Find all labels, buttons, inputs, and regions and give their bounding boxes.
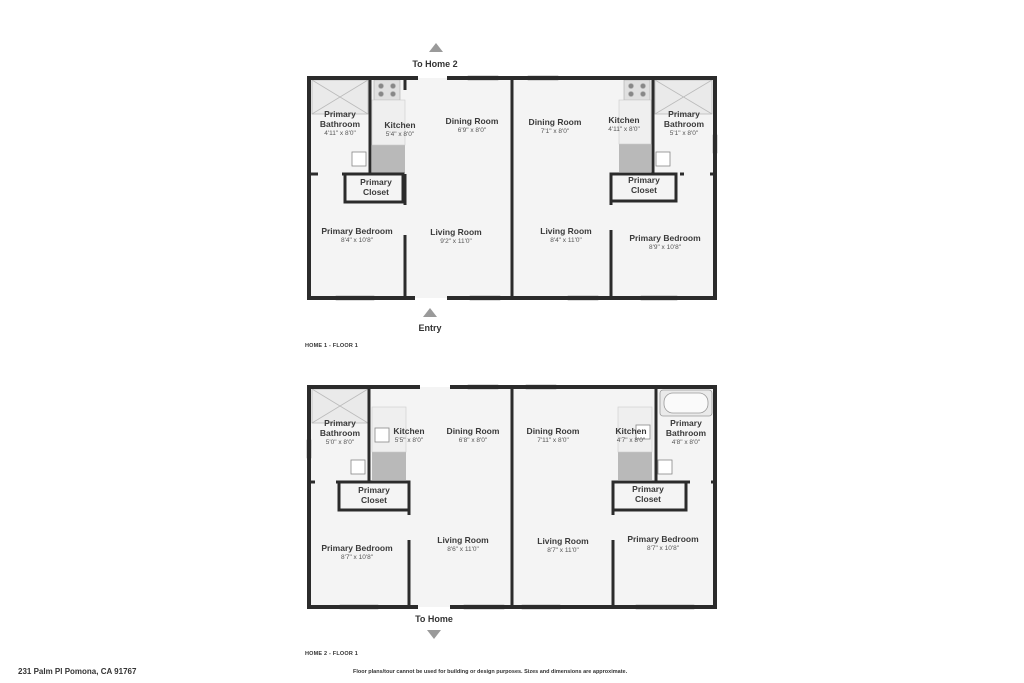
room-name: Living Room — [540, 226, 592, 236]
home1-shower-a — [311, 79, 369, 115]
room-dims: 6'8" x 8'0" — [458, 436, 488, 444]
room-dims: 5'5" x 8'0" — [394, 436, 424, 444]
room-name: Kitchen — [393, 426, 425, 436]
room-dims: 5'0" x 8'0" — [325, 438, 355, 446]
home2-b-living: Living Room 8'7" x 11'0" — [537, 536, 589, 554]
room-dims: 8'7" x 10'8" — [340, 553, 374, 561]
room-dims: 5'4" x 8'0" — [385, 130, 415, 138]
home1-a-bedroom: Primary Bedroom 8'4" x 10'8" — [321, 226, 393, 244]
room-dims: 4'11" x 8'0" — [324, 129, 356, 137]
room-name: Primary Bathroom — [665, 418, 707, 438]
room-dims: 7'1" x 8'0" — [540, 127, 570, 135]
disclaimer-text: Floor plans/tour cannot be used for buil… — [353, 669, 628, 675]
room-dims: 4'7" x 8'0" — [616, 436, 646, 444]
room-dims: 8'7" x 10'8" — [646, 544, 680, 552]
room-dims: 8'7" x 11'0" — [547, 546, 579, 554]
home1-b-bathroom: Primary Bathroom 5'1" x 8'0" — [658, 109, 710, 137]
home2-a-living: Living Room 8'6" x 11'0" — [437, 535, 489, 553]
home2-a-bedroom: Primary Bedroom 8'7" x 10'8" — [321, 543, 393, 561]
room-dims: 8'4" x 11'0" — [550, 236, 582, 244]
room-name: Primary Bathroom — [663, 109, 705, 129]
home2-bottom-arrow — [427, 630, 441, 639]
room-name: Primary Bathroom — [319, 109, 361, 129]
room-dims: 9'2" x 11'0" — [440, 237, 472, 245]
home1-a-bathroom: Primary Bathroom 4'11" x 8'0" — [314, 109, 366, 137]
room-dims: 4'11" x 8'0" — [608, 125, 640, 133]
home1-stove-b — [623, 79, 651, 101]
home1-b-bedroom: Primary Bedroom 8'9" x 10'8" — [629, 233, 701, 251]
home1-entry-marker: Entry — [418, 323, 442, 333]
room-name: Primary Bedroom — [627, 534, 699, 544]
home1-shower-b — [654, 79, 713, 115]
home2-b-kitchen: Kitchen 4'7" x 8'0" — [615, 426, 647, 444]
home1-title: HOME 1 - FLOOR 1 — [305, 343, 359, 349]
room-name: Dining Room — [445, 116, 499, 126]
room-dims: 8'4" x 10'8" — [340, 236, 374, 244]
home1-entry-arrow — [423, 308, 437, 317]
home2-a-kitchen: Kitchen 5'5" x 8'0" — [393, 426, 425, 444]
room-name: Primary Bedroom — [321, 226, 393, 236]
home2-b-dining: Dining Room 7'11" x 8'0" — [526, 426, 580, 444]
room-name: Kitchen — [384, 120, 416, 130]
home2-a-dining: Dining Room 6'8" x 8'0" — [446, 426, 500, 444]
room-name: Dining Room — [526, 426, 580, 436]
home2-b-closet: Primary Closet — [632, 484, 664, 504]
home2-b-bathroom: Primary Bathroom 4'8" x 8'0" — [660, 418, 712, 446]
home1-b-living: Living Room 8'4" x 11'0" — [540, 226, 592, 244]
home2-a-bathroom: Primary Bathroom 5'0" x 8'0" — [314, 418, 366, 446]
room-dims: 4'8" x 8'0" — [671, 438, 701, 446]
home1-top-arrow — [429, 43, 443, 52]
home1-a-closet: Primary Closet — [360, 177, 392, 197]
room-dims: 6'9" x 8'0" — [457, 126, 487, 134]
home1-b-kitchen: Kitchen 4'11" x 8'0" — [608, 115, 640, 133]
home2-bottom-marker: To Home — [415, 614, 453, 624]
room-dims: 5'1" x 8'0" — [669, 129, 699, 137]
room-dims: 8'9" x 10'8" — [648, 243, 682, 251]
home2-bathtub — [659, 389, 713, 417]
room-name: Primary Bathroom — [319, 418, 361, 438]
home1-top-marker: To Home 2 — [412, 59, 458, 69]
home2-a-closet: Primary Closet — [358, 485, 390, 505]
home1-b-dining: Dining Room 7'1" x 8'0" — [528, 117, 582, 135]
room-name: Kitchen — [608, 115, 640, 125]
room-name: Dining Room — [528, 117, 582, 127]
room-name: Primary Bedroom — [629, 233, 701, 243]
room-name: Kitchen — [615, 426, 647, 436]
home1-a-dining: Dining Room 6'9" x 8'0" — [445, 116, 499, 134]
home1-a-kitchen: Kitchen 5'4" x 8'0" — [384, 120, 416, 138]
room-name: Living Room — [437, 535, 489, 545]
room-name: Living Room — [537, 536, 589, 546]
room-dims: 7'11" x 8'0" — [537, 436, 569, 444]
room-name: Living Room — [430, 227, 482, 237]
property-address: 231 Palm Pl Pomona, CA 91767 — [18, 667, 137, 676]
home2-title: HOME 2 - FLOOR 1 — [305, 651, 359, 657]
home1-a-living: Living Room 9'2" x 11'0" — [430, 227, 482, 245]
home2-b-bedroom: Primary Bedroom 8'7" x 10'8" — [627, 534, 699, 552]
room-dims: 8'6" x 11'0" — [447, 545, 479, 553]
room-name: Primary Bedroom — [321, 543, 393, 553]
room-name: Dining Room — [446, 426, 500, 436]
home1-b-closet: Primary Closet — [628, 175, 660, 195]
